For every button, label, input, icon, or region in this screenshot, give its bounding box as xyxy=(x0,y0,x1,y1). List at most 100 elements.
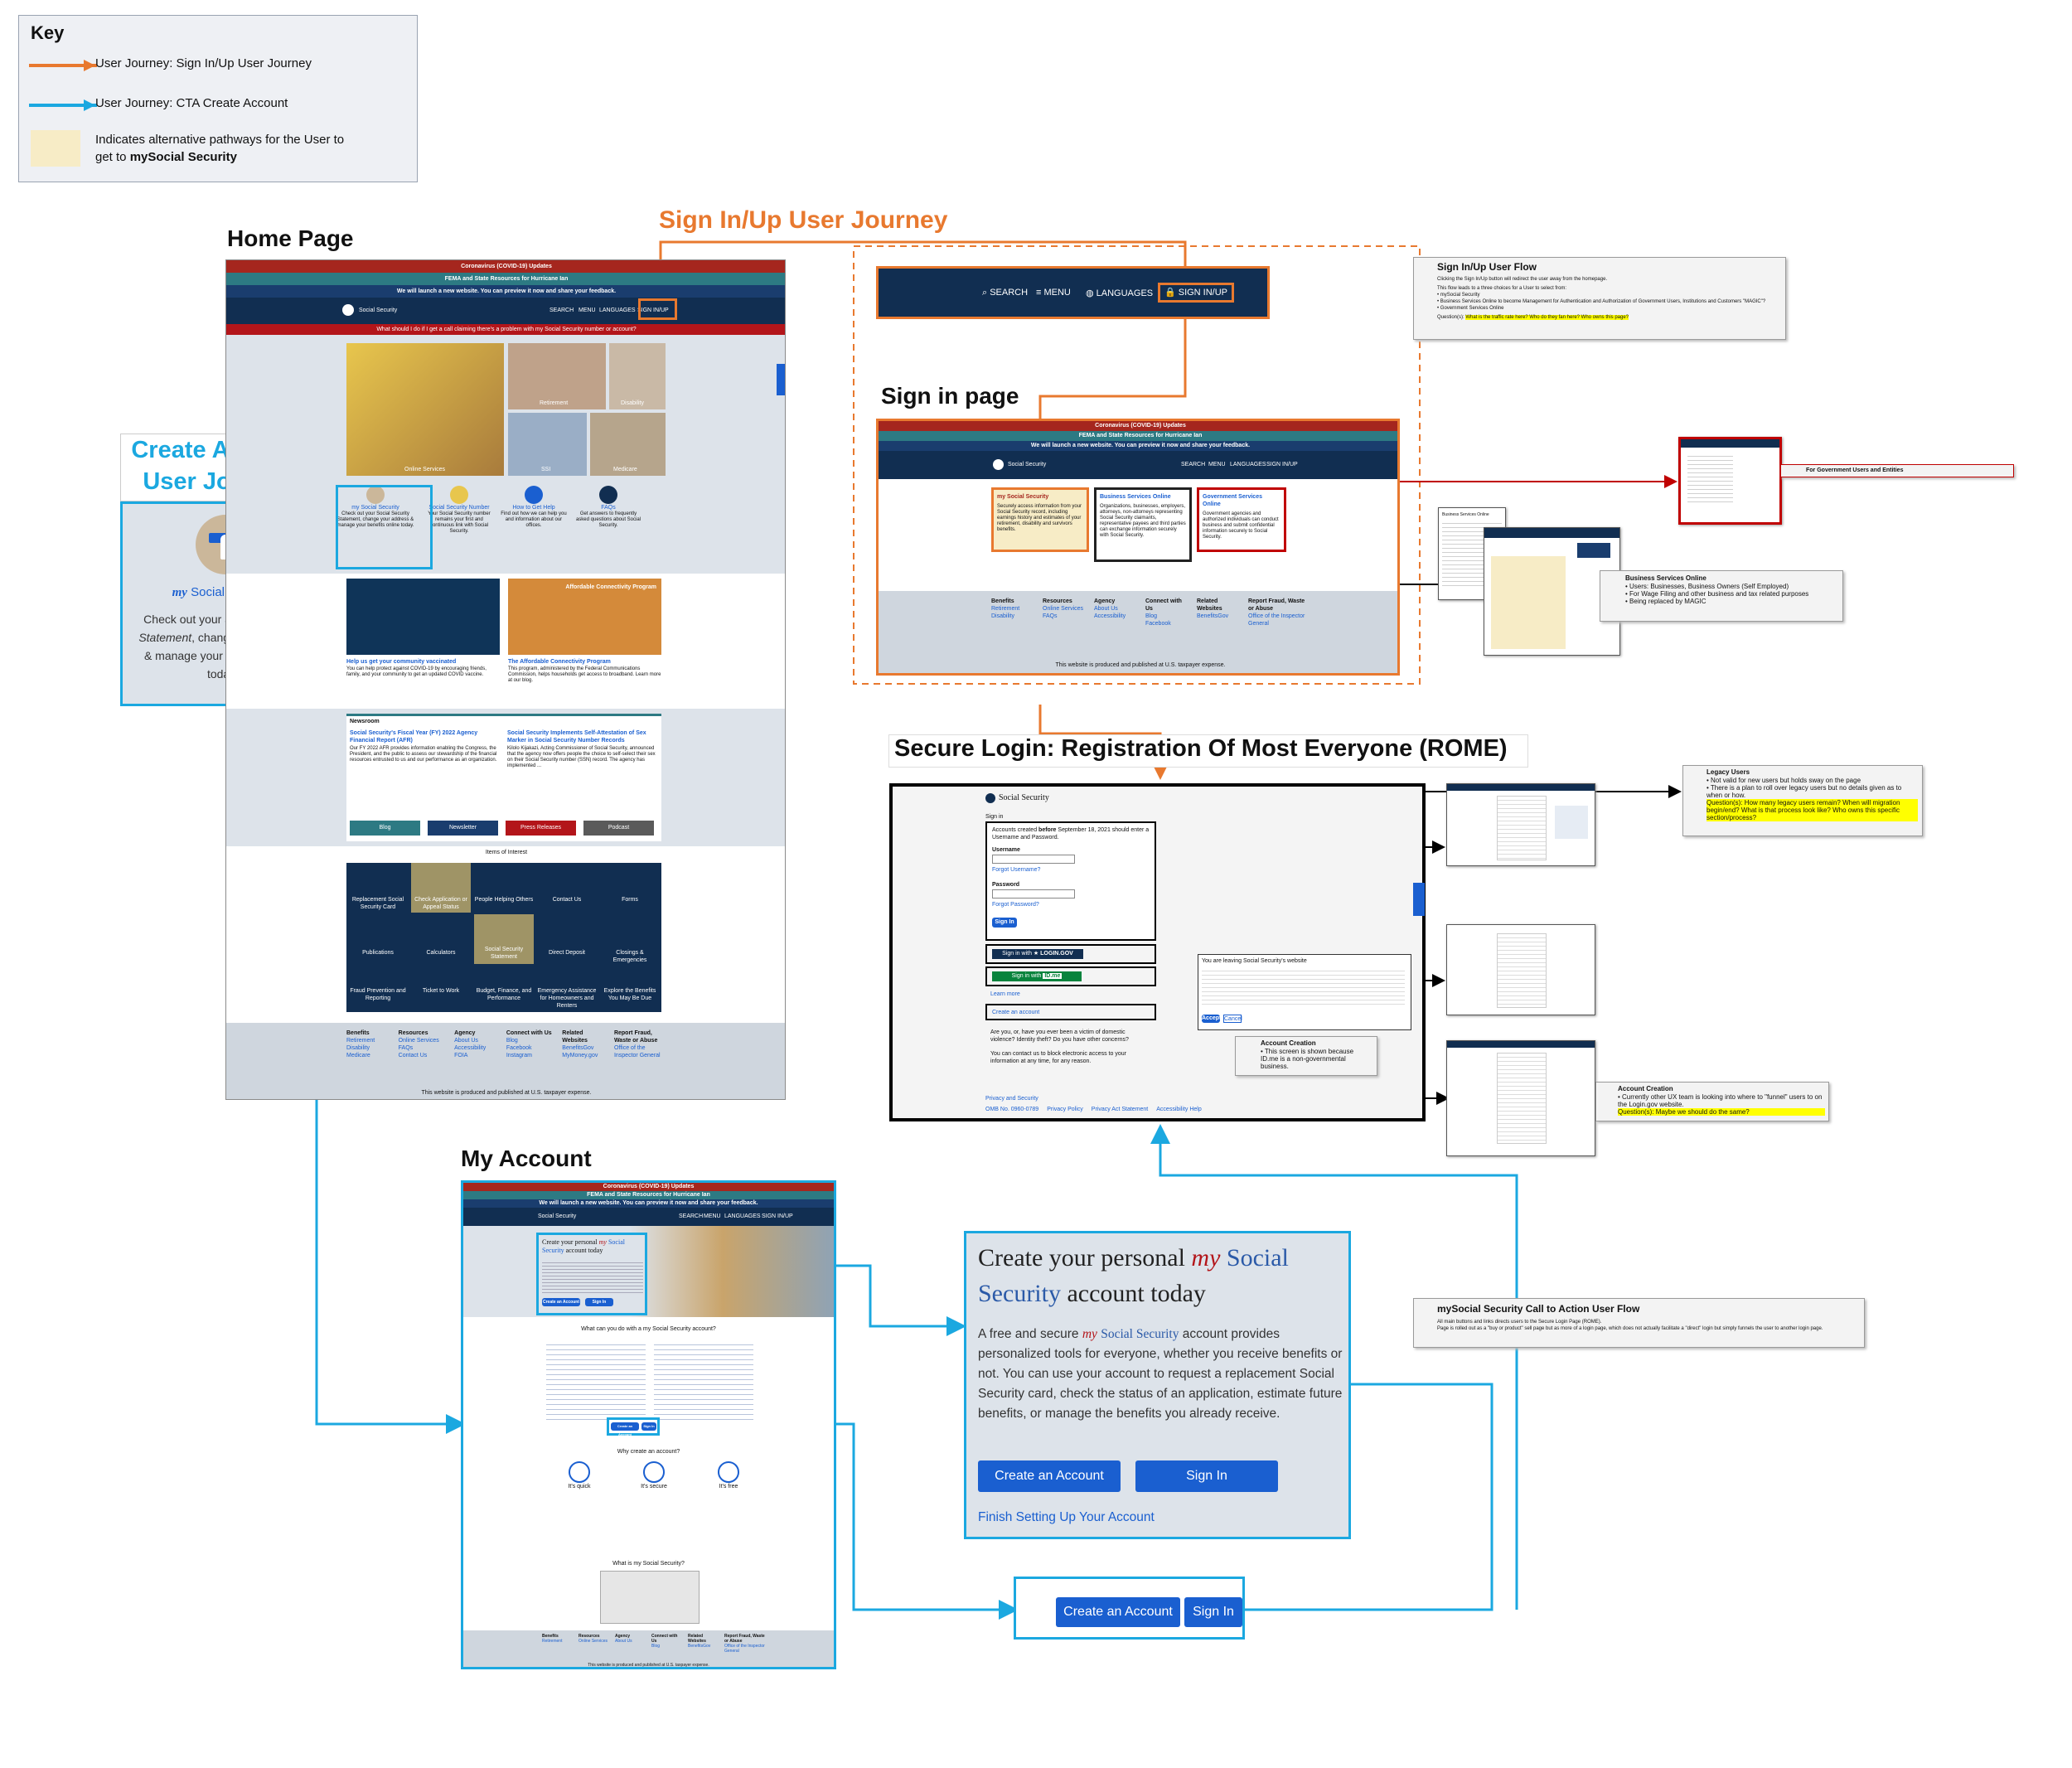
leaving-modal-title: You are leaving Social Security's websit… xyxy=(1202,958,1307,964)
ma-mid-create-button[interactable]: Create an Account xyxy=(611,1422,639,1436)
ma-statement-image xyxy=(600,1571,700,1624)
item-forms[interactable]: Forms xyxy=(622,897,638,903)
option-bso[interactable]: Business Services Online Organizations, … xyxy=(1094,487,1192,562)
cta-buttons-sign[interactable]: Sign In xyxy=(1184,1597,1242,1627)
signin-covid-banner[interactable]: Coronavirus (COVID-19) Updates xyxy=(879,421,1397,431)
signin-brand[interactable]: Social Security xyxy=(1008,462,1047,467)
signin-footer-note: This website is produced and published a… xyxy=(1055,662,1226,668)
promo-left-title[interactable]: Help us get your community vaccinated xyxy=(346,659,457,665)
brand-text[interactable]: Social Security xyxy=(359,308,398,313)
ma-nav-menu[interactable]: MENU xyxy=(704,1213,721,1219)
leaving-cancel-button[interactable]: Cancel xyxy=(1223,1015,1242,1023)
ma-launch-banner[interactable]: We will launch a new website. You can pr… xyxy=(463,1199,834,1208)
news-left-title[interactable]: Social Security's Fiscal Year (FY) 2022 … xyxy=(350,730,478,744)
header-menu[interactable]: ≡ MENU xyxy=(1036,288,1071,298)
ma-hero-create-button[interactable]: Create an Account xyxy=(542,1298,580,1306)
nav-sign-in[interactable]: SIGN IN/UP xyxy=(637,308,669,313)
home-page-screenshot: Coronavirus (COVID-19) Updates FEMA and … xyxy=(225,259,786,1100)
newsletter-button[interactable]: Newsletter xyxy=(428,821,498,836)
nav-languages[interactable]: LANGUAGES xyxy=(599,308,636,313)
header-search[interactable]: ⌕ SEARCH xyxy=(982,288,1029,298)
item-emergency-assistance[interactable]: Emergency Assistance for Homeowners and … xyxy=(537,988,597,1009)
rome-create-account-link[interactable]: Create an account xyxy=(992,1010,1040,1015)
signin-launch-banner[interactable]: We will launch a new website. You can pr… xyxy=(879,441,1397,451)
ma-nav-search[interactable]: SEARCH xyxy=(679,1213,704,1219)
medicare-tile[interactable]: Medicare xyxy=(590,413,666,476)
option-my-ss[interactable]: my Social Security Securely access infor… xyxy=(991,487,1089,552)
ma-brand[interactable]: Social Security xyxy=(538,1213,577,1219)
blog-button[interactable]: Blog xyxy=(350,821,420,836)
cta-zoom-create-button[interactable]: Create an Account xyxy=(978,1460,1121,1492)
rome-seal-icon xyxy=(985,793,995,803)
signin-nav-sign[interactable]: SIGN IN/UP xyxy=(1266,462,1298,467)
ma-fema-banner[interactable]: FEMA and State Resources for Hurricane I… xyxy=(463,1191,834,1199)
leaving-accept-button[interactable]: Accept xyxy=(1202,1015,1222,1023)
nav-search[interactable]: SEARCH xyxy=(549,308,574,313)
item-closings[interactable]: Closings & Emergencies xyxy=(612,950,647,963)
rome-forgot-password[interactable]: Forgot Password? xyxy=(992,902,1039,908)
ma-covid-banner[interactable]: Coronavirus (COVID-19) Updates xyxy=(463,1183,834,1191)
item-direct-deposit[interactable]: Direct Deposit xyxy=(549,950,585,956)
cta-buttons-create[interactable]: Create an Account xyxy=(1056,1597,1180,1627)
rome-feedback-tab[interactable] xyxy=(1413,883,1425,916)
signin-nav-menu[interactable]: MENU xyxy=(1208,462,1226,467)
ma-why-columns: It's quick It's secure It's free xyxy=(546,1461,762,1544)
cta-zoom-sign-button[interactable]: Sign In xyxy=(1135,1460,1278,1492)
fema-banner[interactable]: FEMA and State Resources for Hurricane I… xyxy=(226,273,785,285)
item-people-helping[interactable]: People Helping Others xyxy=(474,897,534,903)
cta-zoom-finish-link[interactable]: Finish Setting Up Your Account xyxy=(978,1510,1155,1524)
item-contact-us[interactable]: Contact Us xyxy=(552,897,582,903)
podcast-button[interactable]: Podcast xyxy=(583,821,654,836)
promo-right-title[interactable]: The Affordable Connectivity Program xyxy=(508,659,611,665)
option-gso[interactable]: Government Services Online Government ag… xyxy=(1197,487,1286,552)
rome-idme-button[interactable]: Sign in with ID.me xyxy=(992,971,1082,981)
rome-privacy-link[interactable]: Privacy and Security xyxy=(985,1096,1038,1102)
item-statement-highlight[interactable]: Social Security Statement xyxy=(474,914,534,964)
signin-nav-search[interactable]: SEARCH xyxy=(1181,462,1206,467)
ssi-tile[interactable]: SSI xyxy=(508,413,587,476)
press-releases-button[interactable]: Press Releases xyxy=(506,821,576,836)
signin-nav-languages[interactable]: LANGUAGES xyxy=(1230,462,1266,467)
blue-line-swatch xyxy=(29,104,97,107)
footer-note: This website is produced and published a… xyxy=(421,1090,592,1096)
signin-fema-banner[interactable]: FEMA and State Resources for Hurricane I… xyxy=(879,431,1397,441)
rome-username-input[interactable] xyxy=(992,855,1075,864)
launch-banner[interactable]: We will launch a new website. You can pr… xyxy=(226,285,785,298)
signin-flow-note: Sign In/Up User Flow Clicking the Sign I… xyxy=(1413,257,1786,340)
ma-nav-sign[interactable]: SIGN IN/UP xyxy=(762,1213,793,1219)
nav-menu[interactable]: MENU xyxy=(579,308,596,313)
rome-password-input[interactable] xyxy=(992,889,1075,899)
item-replacement-card[interactable]: Replacement Social Security Card xyxy=(351,897,404,910)
item-publications[interactable]: Publications xyxy=(362,950,394,956)
scam-alert[interactable]: What should I do if I get a call claimin… xyxy=(226,324,785,335)
item-explore-benefits[interactable]: Explore the Benefits You May Be Due xyxy=(603,988,656,1001)
ma-nav-languages[interactable]: LANGUAGES xyxy=(724,1213,761,1219)
rome-sign-in-button[interactable]: Sign In xyxy=(992,918,1017,928)
disability-tile[interactable]: Disability xyxy=(609,343,666,409)
ma-hero-sign-button[interactable]: Sign In xyxy=(585,1298,613,1306)
sign-in-highlight-home xyxy=(638,298,677,320)
rome-logingov-button[interactable]: Sign in with ★ LOGIN.GOV xyxy=(992,949,1083,959)
rome-learn-more[interactable]: Learn more xyxy=(990,991,1020,997)
item-budget[interactable]: Budget, Finance, and Performance xyxy=(476,988,532,1001)
header-sign-in-button[interactable]: 🔒 SIGN IN/UP xyxy=(1158,283,1234,303)
feedback-tab[interactable] xyxy=(777,364,785,395)
header-languages[interactable]: ◍ LANGUAGES xyxy=(1086,288,1154,298)
rome-forgot-username[interactable]: Forgot Username? xyxy=(992,867,1041,873)
item-calculators[interactable]: Calculators xyxy=(426,950,456,956)
item-fraud[interactable]: Fraud Prevention and Reporting xyxy=(350,988,406,1001)
item-ticket-to-work[interactable]: Ticket to Work xyxy=(422,988,460,994)
news-right-title[interactable]: Social Security Implements Self-Attestat… xyxy=(507,730,646,744)
item-check-status-highlight[interactable]: Check Application or Appeal Status xyxy=(411,863,471,913)
ma-mid-sign-button[interactable]: Sign In xyxy=(641,1422,656,1431)
retirement-tile[interactable]: Retirement xyxy=(508,343,606,409)
rome-brand[interactable]: Social Security xyxy=(999,793,1049,802)
covid-banner[interactable]: Coronavirus (COVID-19) Updates xyxy=(226,260,785,273)
online-services-tile[interactable]: Online Services xyxy=(346,343,504,476)
